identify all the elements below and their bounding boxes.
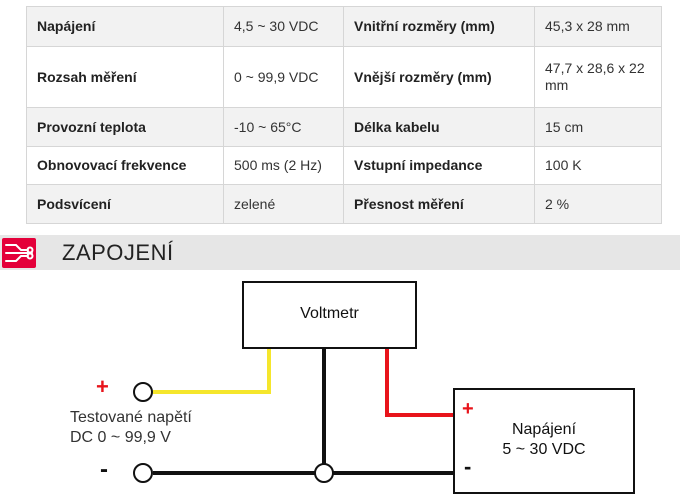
- input-minus-sign: -: [100, 456, 108, 483]
- input-minus-terminal: [133, 463, 153, 483]
- section-header: ZAPOJENÍ: [0, 235, 680, 270]
- signal-wire: [153, 348, 271, 394]
- supply-voltage-label: 5 ~ 30 VDC: [502, 441, 586, 458]
- specs-table: Napájení 4,5 ~ 30 VDC Vnitřní rozměry (m…: [26, 6, 662, 224]
- input-plus-sign: +: [96, 374, 109, 399]
- supply-box: [453, 388, 635, 494]
- table-row: Napájení 4,5 ~ 30 VDC Vnitřní rozměry (m…: [26, 6, 662, 47]
- ground-junction: [314, 463, 334, 483]
- wiring-diagram: Voltmetr Napájení 5 ~ 30 VDC + - + - Tes…: [0, 270, 692, 500]
- spec-label: Vstupní impedance: [343, 146, 535, 185]
- table-row: Podsvícení zelené Přesnost měření 2 %: [26, 184, 662, 224]
- input-label: Testované napětí: [70, 409, 192, 426]
- spec-value: 15 cm: [534, 107, 662, 147]
- voltmeter-box: [242, 281, 417, 349]
- spec-value: -10 ~ 65°C: [223, 107, 344, 147]
- spec-label: Vnější rozměry (mm): [343, 46, 535, 108]
- table-row: Rozsah měření 0 ~ 99,9 VDC Vnější rozměr…: [26, 46, 662, 108]
- spec-label: Podsvícení: [26, 184, 224, 224]
- spec-label: Délka kabelu: [343, 107, 535, 147]
- input-plus-terminal: [133, 382, 153, 402]
- spec-value: 2 %: [534, 184, 662, 224]
- spec-value: 47,7 x 28,6 x 22 mm: [534, 46, 662, 108]
- supply-label: Napájení: [511, 421, 577, 438]
- spec-label: Provozní teplota: [26, 107, 224, 147]
- circuit-icon: [2, 238, 36, 268]
- spec-value: 0 ~ 99,9 VDC: [223, 46, 344, 108]
- table-row: Obnovovací frekvence 500 ms (2 Hz) Vstup…: [26, 146, 662, 185]
- section-title: ZAPOJENÍ: [62, 240, 174, 265]
- spec-label: Napájení: [26, 6, 224, 47]
- positive-wire: [385, 348, 454, 417]
- spec-label: Obnovovací frekvence: [26, 146, 224, 185]
- wiring-lines: [133, 281, 635, 494]
- spec-label: Vnitřní rozměry (mm): [343, 6, 535, 47]
- spec-value: zelené: [223, 184, 344, 224]
- supply-minus-sign: -: [464, 454, 472, 479]
- spec-value: 45,3 x 28 mm: [534, 6, 662, 47]
- input-range-label: DC 0 ~ 99,9 V: [70, 429, 171, 446]
- spec-label: Rozsah měření: [26, 46, 224, 108]
- spec-value: 4,5 ~ 30 VDC: [223, 6, 344, 47]
- spec-value: 100 K: [534, 146, 662, 185]
- table-row: Provozní teplota -10 ~ 65°C Délka kabelu…: [26, 107, 662, 147]
- spec-label: Přesnost měření: [343, 184, 535, 224]
- supply-plus-sign: +: [462, 398, 474, 420]
- voltmeter-label: Voltmetr: [300, 305, 359, 322]
- spec-value: 500 ms (2 Hz): [223, 146, 344, 185]
